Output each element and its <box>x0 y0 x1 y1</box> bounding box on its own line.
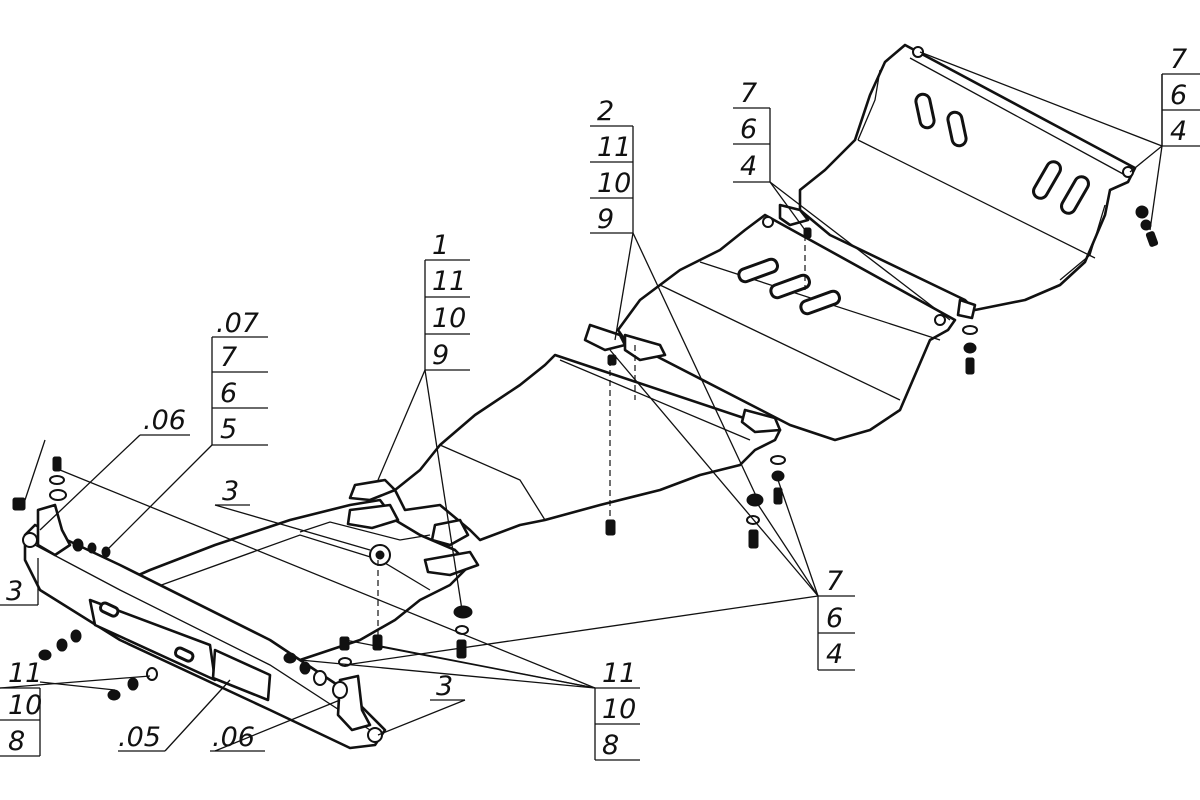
leader-lines <box>0 51 1163 752</box>
callout-c6-label-0: 7 <box>826 566 843 597</box>
label-s3: 3 <box>222 476 239 507</box>
callout-c3: 2 11 10 9 <box>590 96 634 235</box>
callout-c1-label-2: 4 <box>1170 116 1187 147</box>
callout-c7: 11 10 8 <box>594 658 640 761</box>
callout-c7-label-1: 10 <box>602 694 636 725</box>
single-labels: .06 3 3 3 .05 .06 <box>0 405 465 753</box>
callout-c7-label-0: 11 <box>602 658 636 689</box>
callout-c8-label-0: 11 <box>8 658 42 689</box>
callout-c1-label-0: 7 <box>1170 44 1187 75</box>
callout-c4: 1 11 10 9 <box>424 230 470 371</box>
callout-c2-label-0: 7 <box>740 78 757 109</box>
engine-skid-plate <box>393 323 782 542</box>
callout-c6-label-2: 4 <box>826 639 843 670</box>
callout-c6: 7 6 4 <box>817 566 855 671</box>
callout-c2-label-1: 6 <box>740 114 757 145</box>
fastener-hardware <box>12 205 1159 701</box>
callout-c3-label-2: 10 <box>597 168 631 199</box>
callout-c5: .07 7 6 5 <box>211 308 268 446</box>
callout-c3-label-0: 2 <box>597 96 614 127</box>
callout-c8-label-2: 8 <box>8 726 25 757</box>
label-s2: 3 <box>6 576 23 607</box>
callout-c4-label-3: 9 <box>432 340 449 371</box>
callout-c5-label-1: 7 <box>220 342 237 373</box>
callout-c1-label-1: 6 <box>1170 80 1187 111</box>
front-bumper-beam <box>22 503 387 750</box>
callout-c7-label-2: 8 <box>602 730 619 761</box>
callout-c5-label-0: .07 <box>216 308 259 339</box>
callout-c1: 7 6 4 <box>1161 44 1200 147</box>
label-s4: 3 <box>436 671 453 702</box>
callout-c3-label-3: 9 <box>597 204 614 235</box>
callout-c8-label-1: 10 <box>8 690 42 721</box>
callout-c3-label-1: 11 <box>597 132 631 163</box>
transmission-skid-plate <box>616 203 977 442</box>
callout-c2: 7 6 4 <box>733 78 771 183</box>
callout-c8: 11 10 8 <box>0 658 42 757</box>
callout-c5-label-3: 5 <box>220 414 237 445</box>
label-s1: .06 <box>143 405 186 436</box>
label-s6: .06 <box>212 722 255 753</box>
callout-c6-label-1: 6 <box>826 603 843 634</box>
callout-c5-label-2: 6 <box>220 378 237 409</box>
callout-c4-label-0: 1 <box>432 230 449 261</box>
callout-c4-label-2: 10 <box>432 303 466 334</box>
rear-skid-plate <box>798 43 1137 312</box>
callout-c2-label-2: 4 <box>740 151 757 182</box>
callout-c4-label-1: 11 <box>432 266 466 297</box>
label-s5: .05 <box>118 722 161 753</box>
